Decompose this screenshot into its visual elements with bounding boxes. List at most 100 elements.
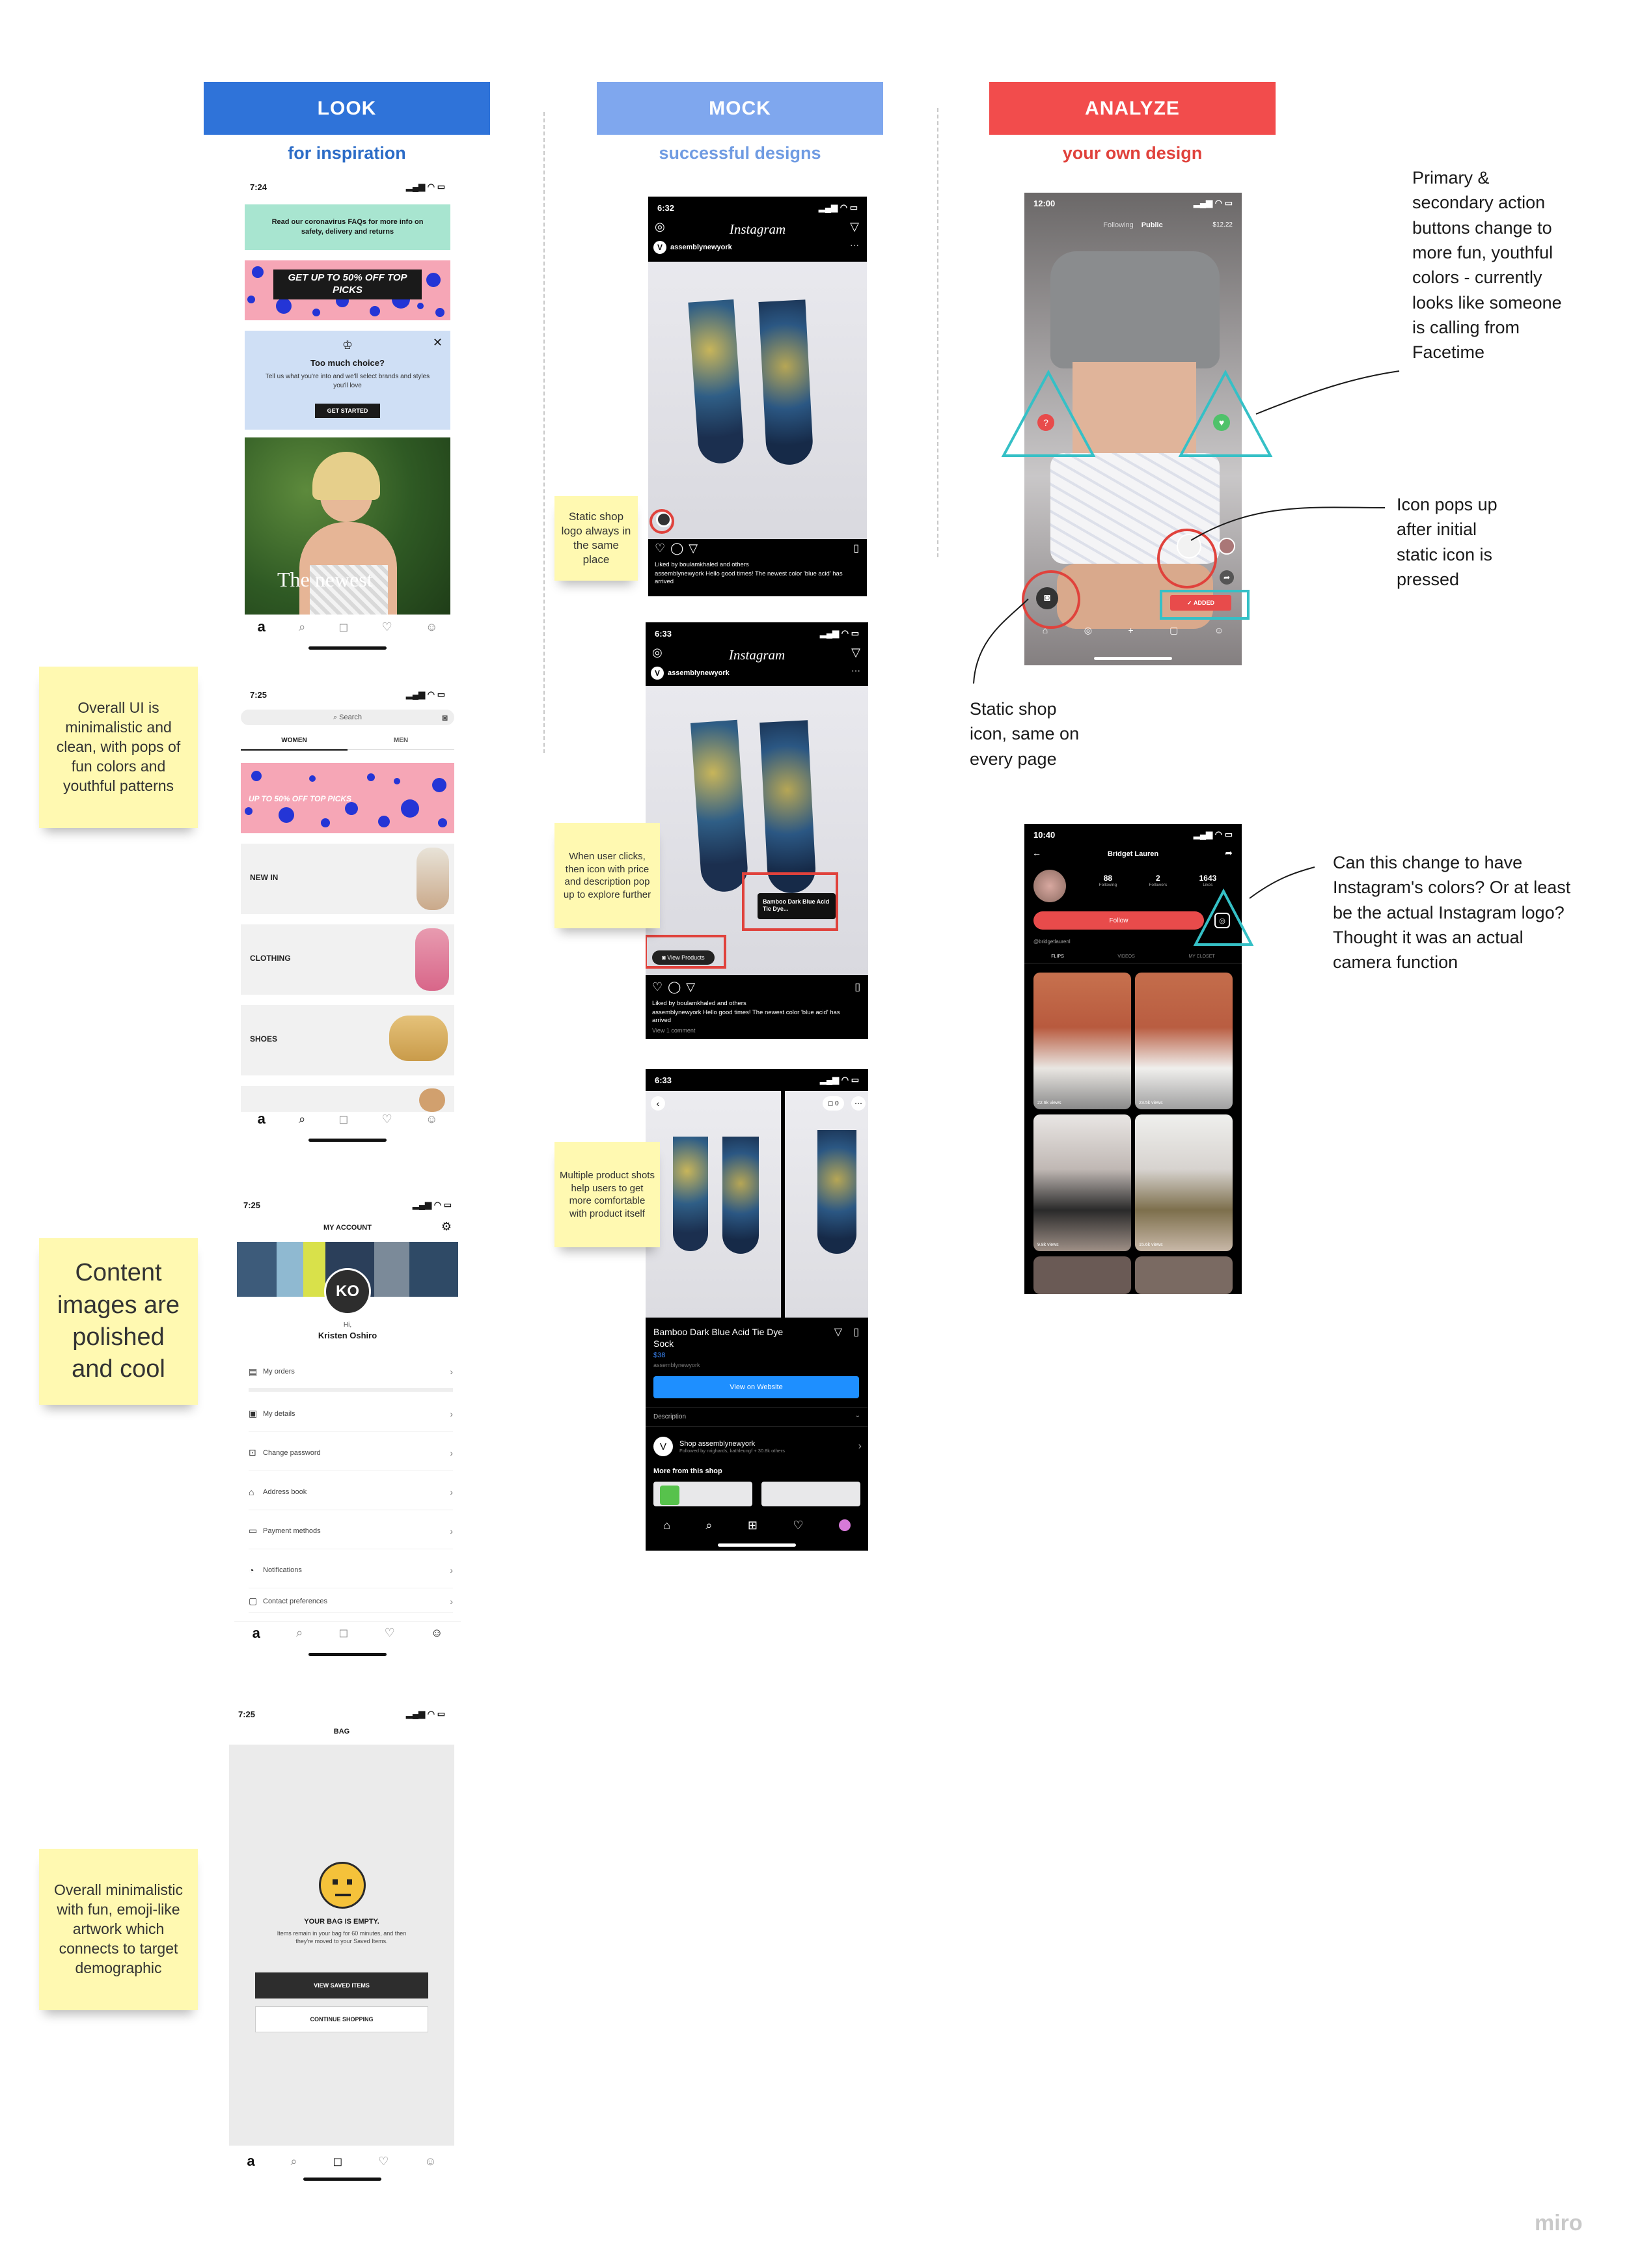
ig-more-icon[interactable]: ⋯ [851, 665, 860, 676]
ig-post-image[interactable] [648, 262, 867, 539]
heart-icon[interactable]: ♡ [381, 1112, 392, 1126]
ig-bookmark-icon[interactable]: ▯ [853, 543, 859, 554]
ig-action-icons[interactable]: ♡◯▽ [652, 980, 701, 993]
closet-icon[interactable]: ▢ [1169, 625, 1179, 635]
view-saved-items-button[interactable]: VIEW SAVED ITEMS [255, 1972, 428, 1998]
sticky-content-images[interactable]: Content images are polished and cool [39, 1238, 198, 1405]
heart-icon[interactable]: ♡ [384, 1626, 395, 1639]
home-icon[interactable]: ⌂ [1042, 625, 1048, 635]
ig-bookmark-icon[interactable]: ▯ [853, 1327, 859, 1338]
ig-camera-icon[interactable]: ◎ [652, 646, 663, 659]
grid-thumb-1[interactable]: 22.6k views [1033, 973, 1131, 1109]
coronavirus-banner[interactable]: Read our coronavirus FAQs for more info … [245, 204, 450, 250]
profile-avatar[interactable] [1033, 870, 1066, 902]
category-new-in[interactable]: NEW IN [241, 844, 454, 914]
account-item-notifications[interactable]: ◔Notifications› [249, 1552, 453, 1588]
tab-women[interactable]: WOMEN [241, 737, 348, 751]
share-icon[interactable]: ➦ [1225, 848, 1233, 858]
continue-shopping-button[interactable]: CONTINUE SHOPPING [255, 2006, 428, 2032]
grid-thumb-4[interactable]: 15.6k views [1135, 1114, 1233, 1251]
add-icon[interactable]: + [1128, 625, 1134, 635]
view-on-website-button[interactable]: View on Website [653, 1376, 859, 1398]
account-item-orders[interactable]: ▤My orders› [249, 1355, 453, 1392]
account-item-address[interactable]: ⌂Address book› [249, 1474, 453, 1510]
camera-icon[interactable]: ◙ [442, 712, 448, 723]
search-icon[interactable]: ⌕ [299, 1112, 306, 1126]
sticky-overall-ui[interactable]: Overall UI is minimalistic and clean, wi… [39, 667, 198, 828]
instagram-camera-icon[interactable]: ◎ [1214, 913, 1230, 928]
hero-image[interactable]: The newest [245, 437, 450, 615]
grid-thumb-6[interactable] [1135, 1256, 1233, 1294]
bag-icon[interactable]: ◻ [333, 2154, 343, 2168]
product-gallery[interactable]: ‹ ◻ 0 ⋯ [646, 1091, 868, 1318]
profile-icon[interactable]: ☺ [425, 1112, 438, 1126]
asos-logo-icon[interactable]: a [257, 1111, 266, 1127]
grid-thumb-5[interactable] [1033, 1256, 1131, 1294]
product-tag[interactable]: Bamboo Dark Blue Acid Tie Dye... [758, 893, 836, 919]
creator-avatar[interactable] [1218, 538, 1235, 555]
view-products-button[interactable]: ◙ View Products [652, 950, 715, 965]
search-icon[interactable]: ⌕ [299, 620, 306, 633]
back-icon[interactable]: ← [1032, 848, 1041, 858]
grid-thumb-3[interactable]: 9.8k views [1033, 1114, 1131, 1251]
home-icon[interactable]: ⌂ [663, 1518, 671, 1532]
bag-icon[interactable]: ◻ [338, 620, 349, 633]
description-header[interactable]: Description⌄ [646, 1407, 868, 1427]
note-static-shop-icon[interactable]: Static shop icon, same on every page [970, 697, 1087, 771]
profile-avatar-icon[interactable] [838, 1519, 851, 1531]
follow-button[interactable]: Follow [1033, 911, 1204, 930]
add-post-icon[interactable]: ⊞ [747, 1518, 758, 1532]
bag-icon[interactable]: ◻ [338, 1626, 349, 1639]
profile-icon[interactable]: ☺ [430, 1626, 443, 1639]
added-button[interactable]: ✓ ADDED [1170, 595, 1231, 611]
ig-send-icon[interactable]: ▽ [834, 1327, 842, 1338]
discover-icon[interactable]: ◎ [1084, 625, 1092, 635]
category-shoes[interactable]: SHOES [241, 1005, 454, 1075]
category-accessories[interactable] [241, 1086, 454, 1112]
tab-public[interactable]: Public [1141, 221, 1163, 229]
asos-logo-icon[interactable]: a [257, 618, 266, 635]
close-icon[interactable]: ✕ [432, 336, 443, 349]
accept-button[interactable]: ♥ [1213, 414, 1230, 431]
sticky-multiple-shots[interactable]: Multiple product shots help users to get… [554, 1142, 660, 1247]
more-icon[interactable]: ⋯ [851, 1096, 866, 1111]
tab-videos[interactable]: VIDEOS [1117, 954, 1135, 959]
ig-action-icons[interactable]: ♡◯▽ [655, 542, 704, 555]
sale-banner[interactable]: GET UP TO 50% OFF TOP PICKS [245, 260, 450, 320]
ig-more-icon[interactable]: ⋯ [850, 240, 859, 250]
promo-banner[interactable]: UP TO 50% OFF TOP PICKS [241, 763, 454, 833]
ig-camera-icon[interactable]: ◎ [655, 220, 665, 233]
tab-flips[interactable]: FLIPS [1051, 954, 1064, 959]
profile-icon[interactable]: ☺ [1214, 625, 1224, 635]
note-instagram-colors[interactable]: Can this change to have Instagram's colo… [1333, 850, 1580, 975]
asos-logo-icon[interactable]: a [247, 2153, 255, 2169]
account-item-details[interactable]: ▣My details› [249, 1396, 453, 1432]
ig-view-comments[interactable]: View 1 comment [652, 1027, 696, 1034]
sticky-user-clicks[interactable]: When user clicks, then icon with price a… [554, 823, 660, 928]
get-started-button[interactable]: GET STARTED [315, 404, 380, 418]
sticky-static-shop-logo[interactable]: Static shop logo always in the same plac… [554, 496, 638, 581]
ig-bookmark-icon[interactable]: ▯ [855, 982, 860, 993]
tab-my-closet[interactable]: MY CLOSET [1188, 954, 1215, 959]
search-icon[interactable]: ⌕ [290, 2154, 297, 2168]
search-bar[interactable]: ⌕ Search ◙ [241, 710, 454, 725]
ig-send-icon[interactable]: ▽ [850, 220, 859, 233]
decline-button[interactable]: ? [1037, 414, 1054, 431]
note-primary-secondary[interactable]: Primary & secondary action buttons chang… [1412, 165, 1562, 365]
heart-icon[interactable]: ♡ [381, 620, 392, 633]
ig-send-icon[interactable]: ▽ [851, 646, 860, 659]
bag-counter[interactable]: ◻ 0 [823, 1096, 844, 1111]
bag-icon[interactable]: ◻ [338, 1112, 349, 1126]
more-thumb-1[interactable] [653, 1482, 752, 1506]
tab-men[interactable]: MEN [348, 737, 454, 750]
asos-logo-icon[interactable]: a [252, 1624, 260, 1641]
tab-following[interactable]: Following [1103, 221, 1134, 229]
settings-gear-icon[interactable]: ⚙ [441, 1220, 452, 1233]
more-thumb-2[interactable] [761, 1482, 860, 1506]
account-item-contact[interactable]: ▢Contact preferences› [249, 1590, 453, 1613]
back-icon[interactable]: ‹ [651, 1096, 665, 1111]
